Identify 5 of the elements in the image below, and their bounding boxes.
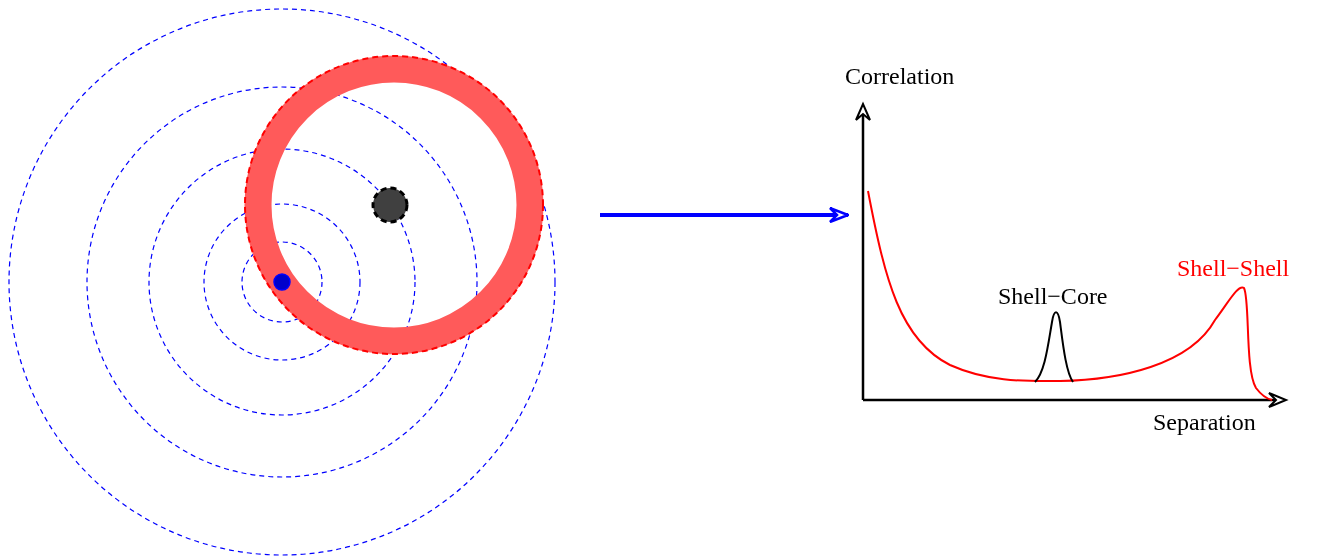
arrow — [600, 206, 850, 224]
curve-label: Shell−Shell — [1177, 254, 1290, 282]
axis-label: Separation — [1153, 408, 1256, 436]
curve-label: Shell−Core — [998, 282, 1108, 310]
axis-label: Correlation — [845, 62, 955, 90]
